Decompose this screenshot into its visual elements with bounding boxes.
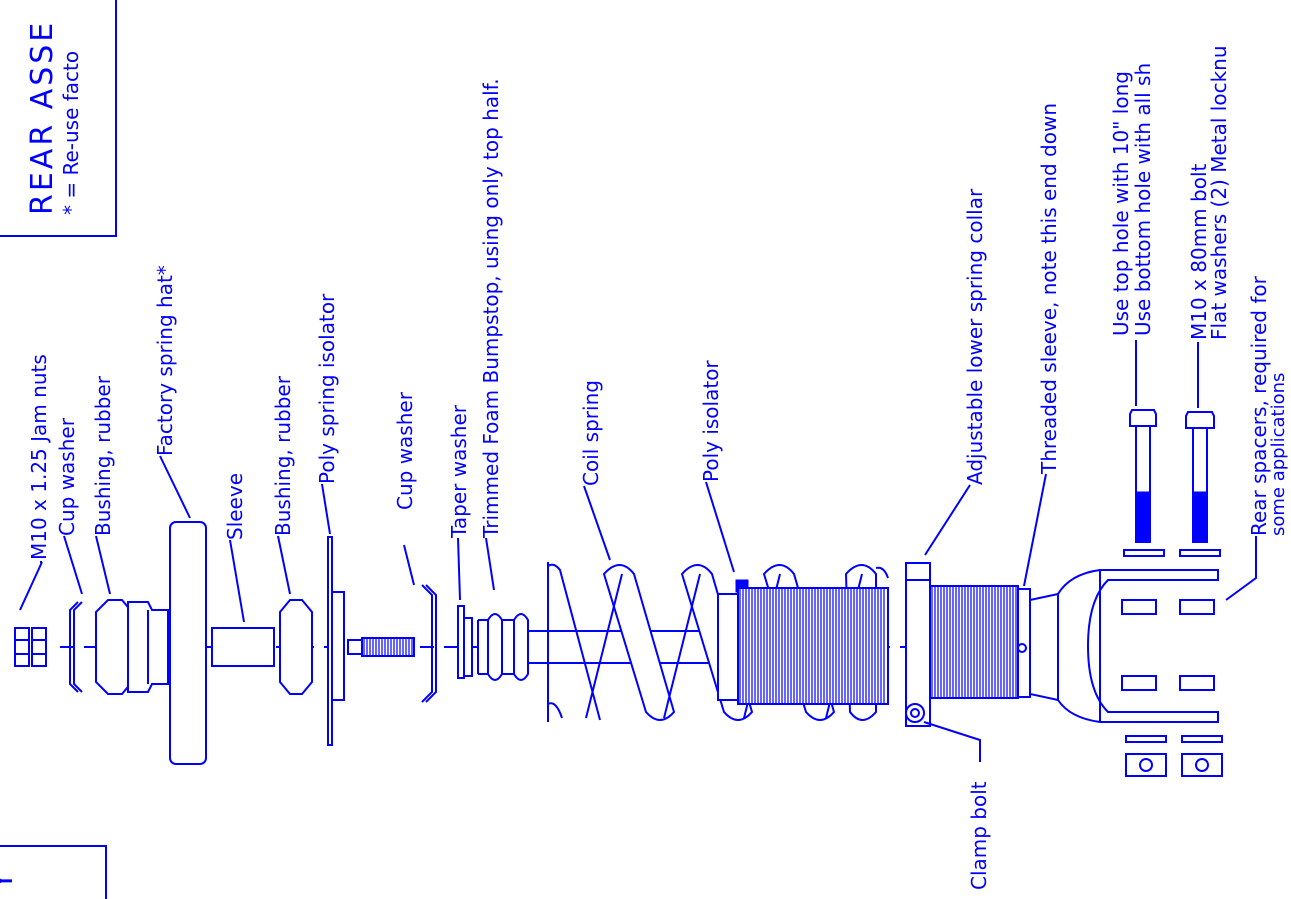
- reuse-note: * = Re-use facto: [59, 51, 83, 215]
- label-coil-spring: Coil spring: [579, 380, 603, 486]
- m10-80mm-bolt: [1179, 411, 1221, 557]
- sleeve: [211, 627, 275, 667]
- label-jam-nuts: M10 x 1.25 Jam nuts: [27, 354, 51, 560]
- label-factory-spring-hat: Factory spring hat*: [153, 265, 177, 456]
- factory-spring-hat: [169, 521, 207, 765]
- shaft-thread-lines: [363, 638, 413, 656]
- lower-washers-and-locknuts: [1125, 735, 1223, 777]
- long-bolt: [1123, 409, 1165, 557]
- clevis: [1029, 569, 1219, 723]
- poly-spring-isolator: [327, 536, 345, 746]
- label-taper-washer: Taper washer: [447, 404, 471, 539]
- label-threaded-sleeve: Threaded sleeve, note this end down: [1037, 103, 1061, 475]
- label-poly-isolator: Poly isolator: [699, 360, 723, 482]
- leader-lines: [19, 340, 1257, 762]
- label-adjustable-lower-spring-collar: Adjustable lower spring collar: [963, 188, 987, 485]
- heading-left-fragment: Y: [0, 869, 20, 891]
- bumpstop: [477, 613, 529, 681]
- note-box-bottom: [0, 845, 107, 899]
- adjustable-lower-spring-collar: [905, 562, 931, 727]
- label-poly-spring-isolator: Poly spring isolator: [315, 293, 339, 484]
- label-bolt-line2: Flat washers (2) Metal locknu: [1207, 45, 1231, 340]
- bushing-rubber-2: [279, 599, 313, 695]
- label-bumpstop: Trimmed Foam Bumpstop, using only top ha…: [479, 78, 503, 539]
- label-bushing-rubber-1: Bushing, rubber: [91, 375, 115, 536]
- label-spacers-line1: Rear spacers, required for: [1247, 275, 1271, 536]
- spring-hat-boss: [127, 601, 169, 693]
- cup-washer-1: [69, 601, 83, 693]
- sleeve-thread-lines: [931, 586, 1017, 698]
- jam-nuts: [14, 627, 47, 667]
- shaft-thread: [347, 637, 415, 657]
- assembly-heading: REAR ASSE: [25, 20, 60, 215]
- body-thread-lines: [739, 588, 885, 704]
- label-bushing-rubber-2: Bushing, rubber: [271, 375, 295, 536]
- note-box-top: [0, 0, 117, 237]
- label-sleeve: Sleeve: [223, 473, 247, 540]
- label-top-hole-line1: Use top hole with 10" long: [1109, 71, 1133, 336]
- label-bolt-line1: M10 x 80mm bolt: [1187, 163, 1211, 340]
- cup-washer-2: [421, 584, 437, 703]
- label-top-hole-line2: Use bottom hole with all sh: [1131, 63, 1155, 336]
- bushing-rubber-1: [95, 599, 133, 695]
- taper-washer: [457, 605, 473, 679]
- label-cup-washer-2: Cup washer: [393, 391, 417, 510]
- label-clamp-bolt: Clamp bolt: [967, 781, 991, 890]
- label-spacers-line2: some applications: [1268, 373, 1289, 536]
- label-cup-washer-1: Cup washer: [55, 417, 79, 536]
